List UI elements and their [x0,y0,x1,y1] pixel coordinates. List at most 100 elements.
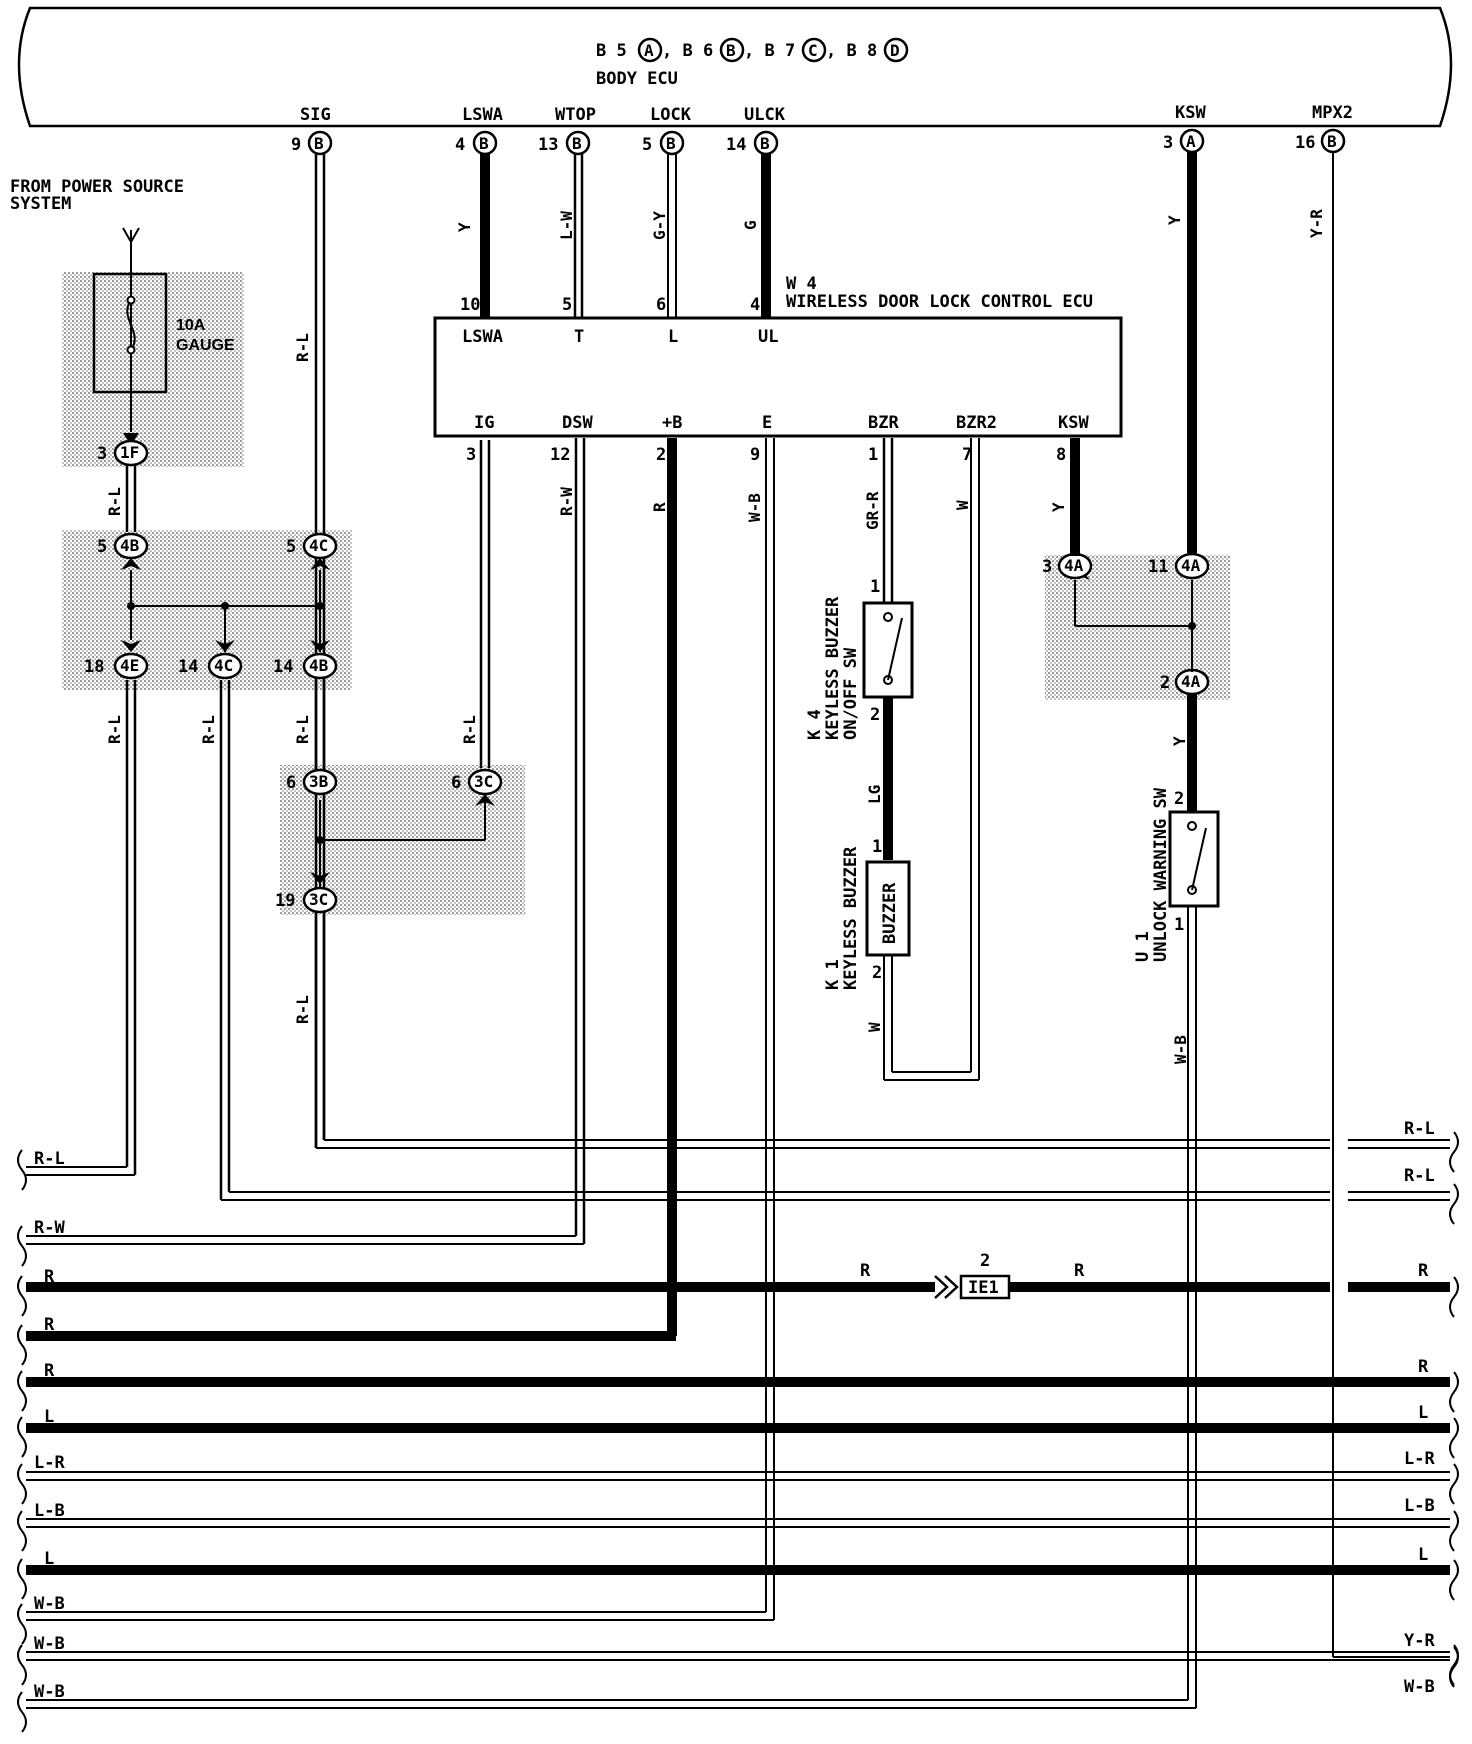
bus-left-label: W-B [34,1594,65,1614]
w4-bot-num-8: 8 [1056,445,1066,465]
w4-pin-bzr2: BZR2 [956,413,997,433]
w4-pin-dsw: DSW [562,413,593,433]
wire-label-l-w: L-W [557,211,576,240]
u1-id: U 1 [1133,931,1153,962]
jc-num-4b: 5 [97,537,107,557]
jc-4b-top [113,532,149,560]
bus-right-label: W-B [1404,1677,1435,1697]
jc-label-4b-bottom: 4B [309,656,329,675]
wire-label-3c-bottom-r-l: R-L [293,995,312,1024]
wire-label-sig-r-l: R-L [293,333,312,362]
bus-right-label: R [1418,1261,1429,1281]
ie1-wire-left: R [860,1261,871,1281]
jc-num-4a-2: 2 [1160,673,1170,693]
bus-left-label: R [44,1315,55,1335]
wire-label-w-b: W-B [745,493,764,522]
wire-label-r-w: R-W [557,487,576,516]
u1-pin-1: 1 [1174,915,1184,935]
pin-label-mpx2: MPX2 [1312,103,1353,123]
jc-label-4b-top: 4B [120,536,140,555]
bus-right-label: R-L [1404,1166,1435,1186]
jc-label-3c-bottom: 3C [309,890,328,909]
bus-left-label: L-R [34,1453,65,1473]
bus-labels-left: R-L R-W R R R L L-R L-B L W-B W-B W-B [34,1149,65,1702]
bus-left-label: R-L [34,1149,65,1169]
jc-4c-top [302,532,338,560]
jc-label-1f: 1F [120,443,139,462]
wireless-ecu-id: W 4 [786,274,817,294]
pin-label-wtop: WTOP [555,105,596,125]
jc-num-3c: 6 [451,773,461,793]
u1-name: UNLOCK WARNING SW [1151,787,1171,962]
body-ecu-title-4: , B 8 [826,41,877,61]
wire-label-4b-r-l: R-L [293,715,312,744]
wire-label-ksw-y: Y [1165,215,1184,225]
jc-num-4e: 18 [84,657,104,677]
pin-num-5: 5 [642,135,652,155]
k1-pin-1: 1 [872,837,882,857]
w4-pin-lswa: LSWA [462,327,503,347]
w4-pin-ul: UL [758,327,778,347]
wire-label-gr-r: GR-R [863,491,882,530]
jc-num-4c-b: 14 [178,657,198,677]
k1-name: KEYLESS BUZZER [841,846,861,990]
k4-pin-1: 1 [870,577,880,597]
body-ecu-pins: 9 B 4 B 13 B 5 B 14 B 3 A 16 B [291,128,1346,156]
wire-label-g-y: G-Y [650,211,669,240]
body-ecu-title-3: , B 7 [744,41,795,61]
wire-label-3c-r-l: R-L [460,715,479,744]
w4-pin-ksw: KSW [1058,413,1089,433]
jc-1f [113,439,149,467]
bus-right-label: L-B [1404,1496,1435,1516]
ie1-wire-right: R [1074,1261,1085,1281]
jc-label-4c-bottom: 4C [214,656,233,675]
pin-num-16: 16 [1295,133,1315,153]
bus-left-label: R-W [34,1218,65,1238]
bus-right-label: R [1418,1357,1429,1377]
fuse-name: GAUGE [176,337,235,354]
fuse-rating: 10A [176,317,206,334]
wire-label-y-r: Y-R [1307,209,1326,238]
wire-label-r: R [650,502,669,512]
bus-right-label: R-L [1404,1119,1435,1139]
wire-label-lg: LG [865,785,884,804]
pin-conn-9: B [314,134,324,153]
wire-label-k1-w: W [865,1022,884,1032]
jc-4e [113,652,149,680]
bus-left-label: L-B [34,1501,65,1521]
w4-top-num-5: 5 [562,295,572,315]
ie1-pin: 2 [980,1251,990,1271]
pin-conn-14: B [760,134,770,153]
w4-bot-num-2: 2 [656,445,666,465]
bus-left-label: R [44,1267,55,1287]
wireless-door-lock-ecu: W 4 WIRELESS DOOR LOCK CONTROL ECU 10 5 … [433,274,1123,465]
jc-label-4c-top: 4C [309,536,328,555]
junction-connectors: 3 1F 5 4B 5 4C 18 4E 14 4C 14 4B 6 3B 6 … [84,439,1210,914]
w4-bot-num-9: 9 [750,445,760,465]
pin-num-4: 4 [455,135,465,155]
k1-pin-2: 2 [872,963,882,983]
jc-label-4a-right: 4A [1181,556,1201,575]
power-source-line2: SYSTEM [10,194,71,214]
jc-num-4c: 5 [286,537,296,557]
wire-label-4e-r-l: R-L [105,715,124,744]
w4-bot-num-3: 3 [466,445,476,465]
jc-num-3c-b: 19 [275,891,295,911]
jc-num-4a-11: 11 [1148,557,1168,577]
w4-pin-bzr: BZR [868,413,899,433]
bus-wires [26,1139,1450,1709]
bus-left-label: W-B [34,1634,65,1654]
jc-label-4a-bottom: 4A [1181,672,1201,691]
bus-left-label: W-B [34,1682,65,1702]
wire-label-g: G [741,220,760,230]
pin-conn-4: B [479,134,489,153]
pin-num-3: 3 [1163,133,1173,153]
wire-label-u1-y: Y [1170,736,1189,746]
jc-num-4b-b: 14 [273,657,293,677]
k1-keyless-buzzer: BUZZER 1 2 K 1 KEYLESS BUZZER [823,837,911,990]
pin-num-13: 13 [538,135,558,155]
jc-num-4a-3: 3 [1042,557,1052,577]
pin-conn-3: A [1186,132,1196,151]
bus-labels-right: R-L R-L R R L L-R L-B L Y-R W-B [1404,1119,1435,1697]
w4-pin-e: E [762,413,772,433]
